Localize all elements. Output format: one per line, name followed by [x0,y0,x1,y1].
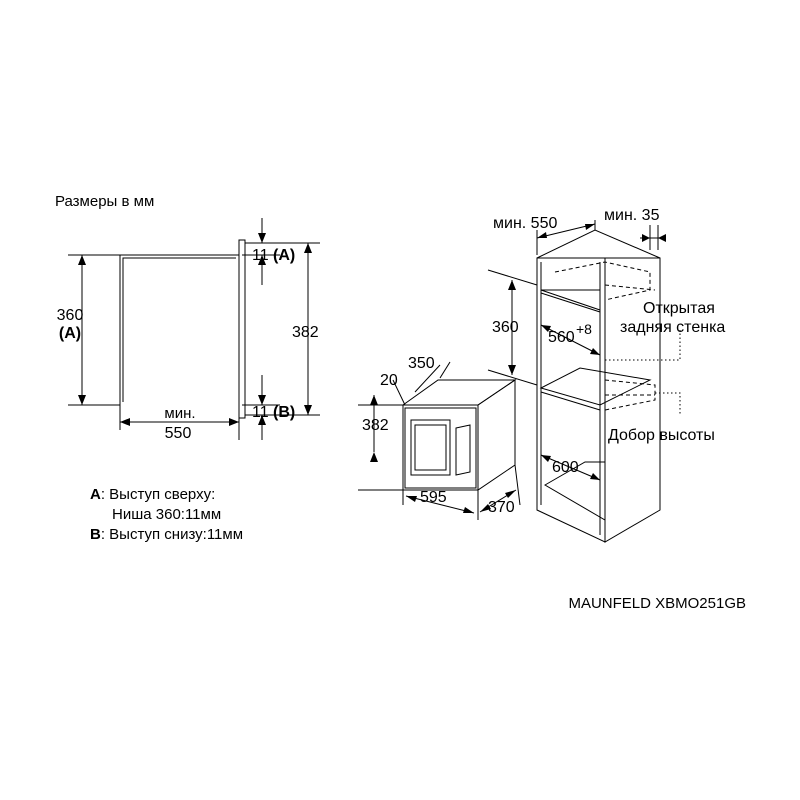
side-dim-360-ref: (A) [59,325,81,342]
cabinet-niche-width: 560 [548,329,575,346]
legend: A: Выступ сверху: Ниша 360:11мм B: Высту… [90,486,243,543]
height-extension-label: Добор высоты [608,427,715,444]
legend-key-b: B [90,526,101,543]
appliance-dim-370: 370 [488,499,515,516]
side-dim-width-prefix: мин. [164,405,195,422]
legend-text-b: : Выступ снизу:11мм [101,526,243,543]
open-back-label-2: задняя стенка [620,319,725,336]
legend-line-b: B: Выступ снизу:11мм [90,526,243,543]
side-dim-bottom: 11 [252,404,269,421]
side-dim-382: 382 [292,324,319,341]
cabinet-niche-height: 360 [492,319,519,336]
side-dim-width: 550 [165,425,192,442]
appliance-dim-20: 20 [380,372,398,389]
appliance-dim-350: 350 [408,355,435,372]
diagram-title: Размеры в мм [55,193,154,210]
legend-text-a: : Выступ сверху: [101,486,215,503]
legend-line-a: A: Выступ сверху: [90,486,215,503]
cabinet-min-depth: мин. 550 [493,215,557,232]
legend-key-a: A [90,486,101,503]
appliance-view: 350 20 382 595 370 [358,355,521,520]
cabinet-niche-width-tolerance: +8 [576,321,592,337]
cabinet-view: мин. 550 мин. 35 360 560 +8 Открытая зад… [487,207,725,543]
side-dim-top: 11 [252,247,269,264]
side-dim-top-ref: (A) [273,247,295,264]
side-dim-bottom-ref: (B) [273,404,295,421]
cabinet-inner-width: 600 [552,459,579,476]
legend-line-niche: Ниша 360:11мм [112,506,221,523]
appliance-dim-382: 382 [362,417,389,434]
open-back-label-1: Открытая [643,300,715,317]
appliance-dim-595: 595 [420,489,447,506]
cabinet-min-gap: мин. 35 [604,207,660,224]
side-dim-360: 360 [57,307,84,324]
model-name: MAUNFELD XBMO251GB [568,595,746,612]
side-view: 360 (A) 382 11 (A) 11 (B) мин. 550 [57,218,320,442]
